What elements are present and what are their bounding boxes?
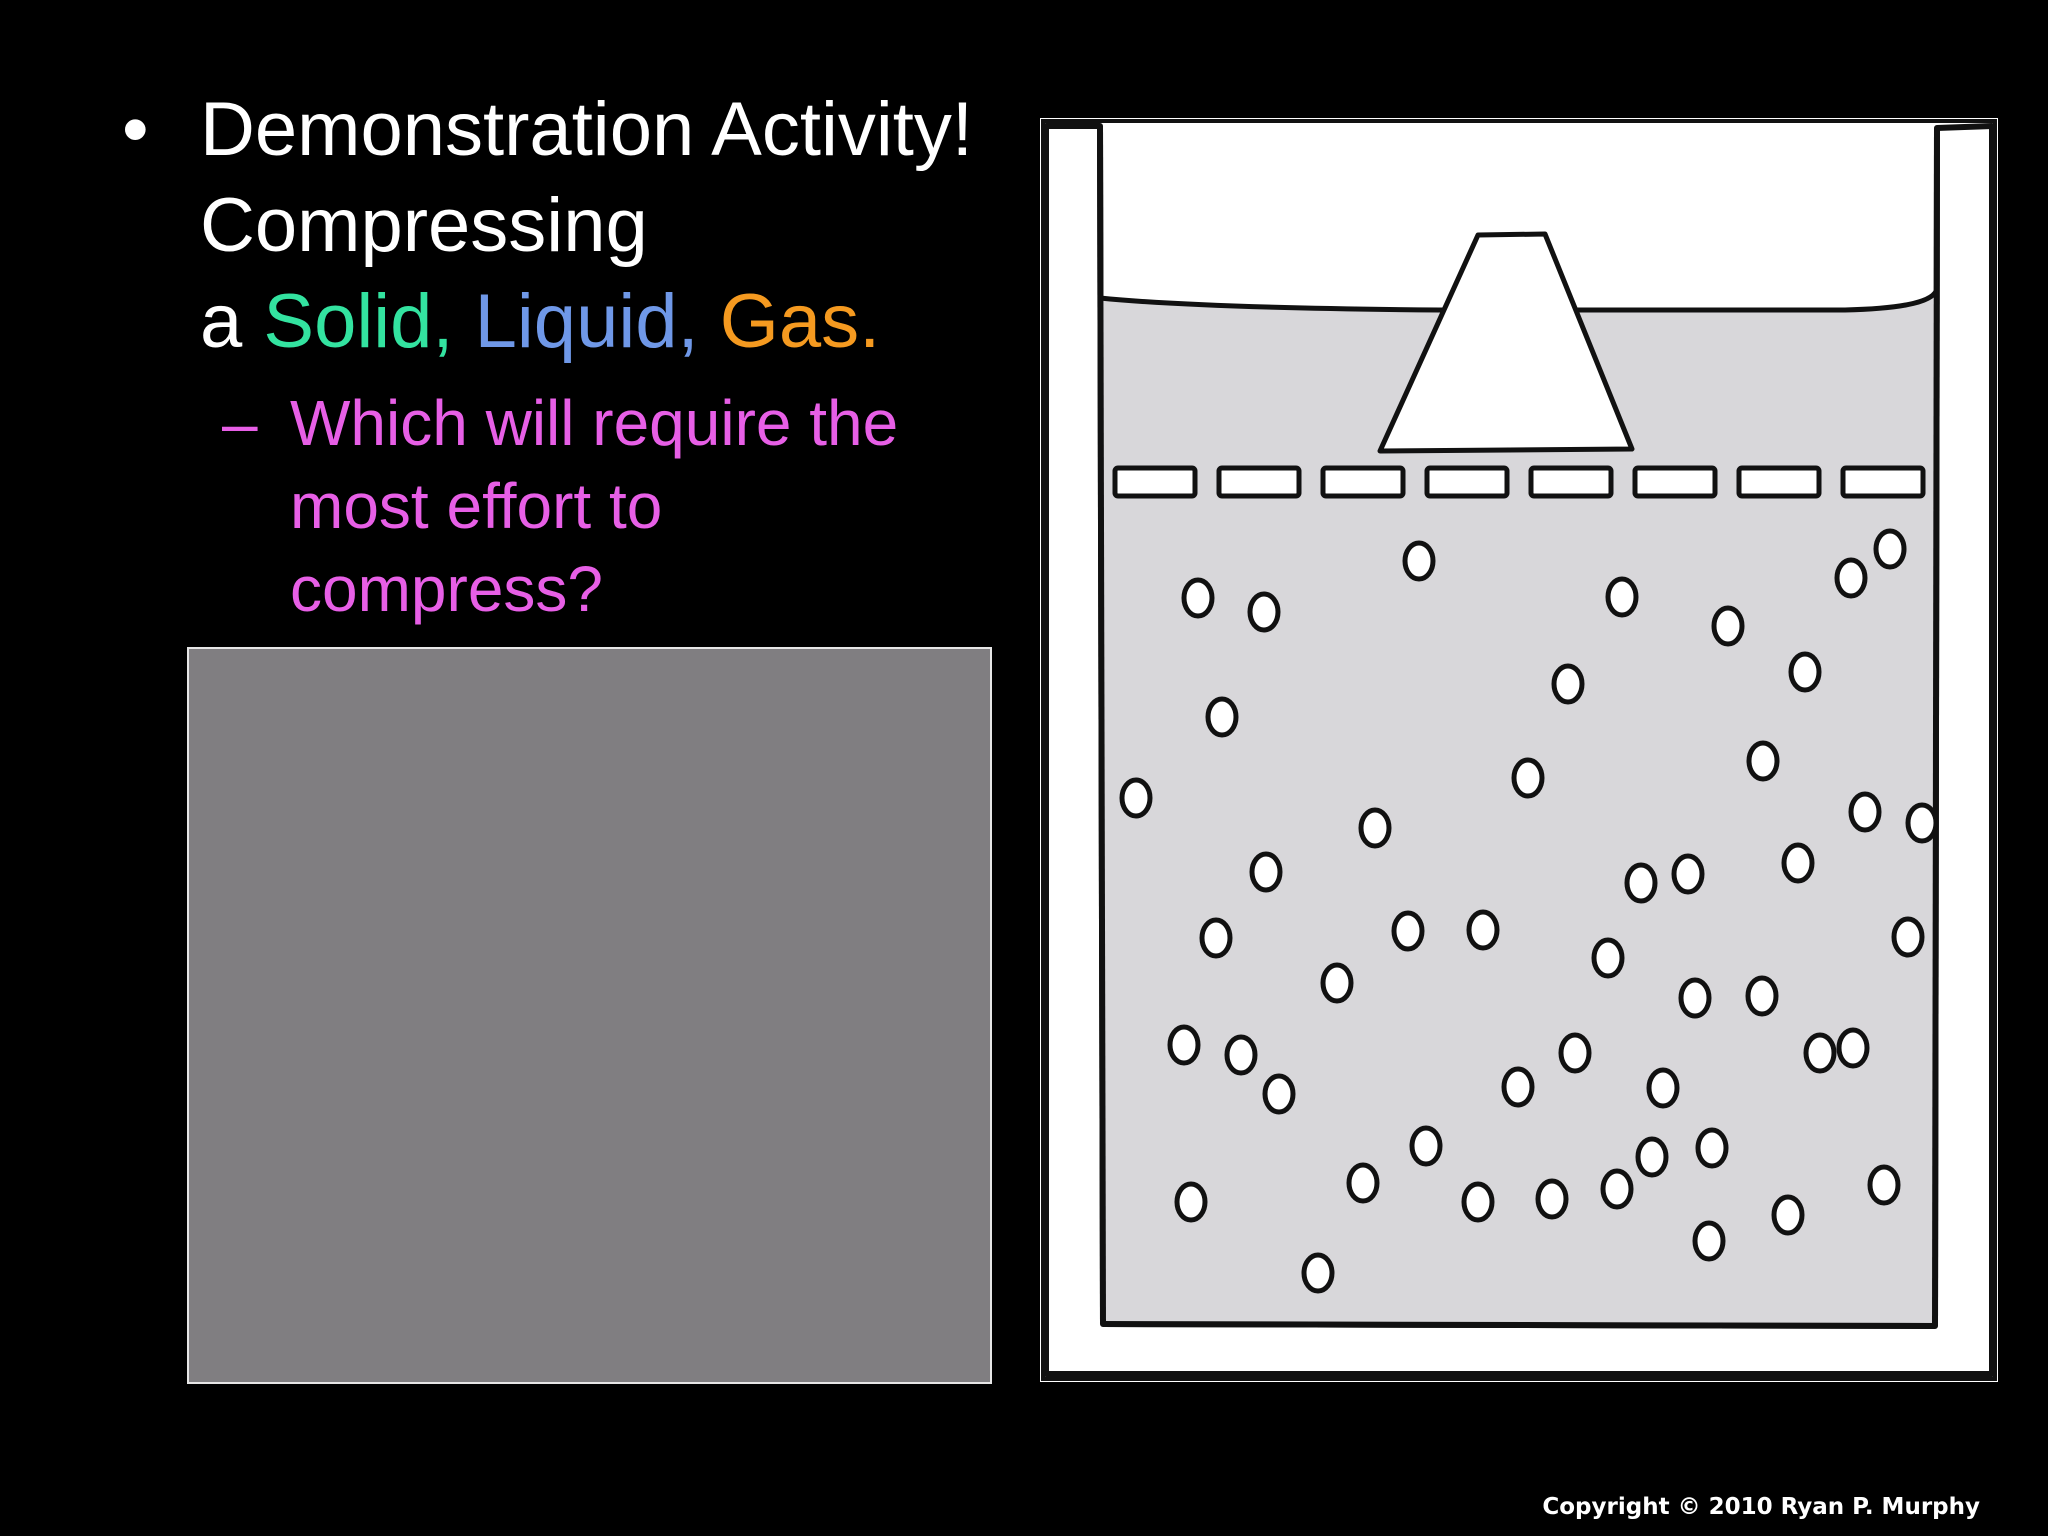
gas-particle	[1301, 1252, 1335, 1294]
gas-particle	[1671, 853, 1705, 895]
bullet-dot: •	[122, 87, 149, 172]
heading-prefix: a	[200, 279, 243, 364]
gas-particle	[1867, 1164, 1901, 1206]
gas-particle	[1535, 1178, 1569, 1220]
piston-plate-segment	[1320, 465, 1406, 499]
gas-particle	[1600, 1168, 1634, 1210]
gas-particle	[1834, 557, 1868, 599]
gas-particle	[1788, 651, 1822, 693]
liquid-word: Liquid,	[474, 279, 699, 364]
gas-particle	[1358, 807, 1392, 849]
gas-particle	[1119, 777, 1153, 819]
gas-particle	[1905, 802, 1939, 844]
gas-particle	[1402, 540, 1436, 582]
piston-cylinder-gas-diagram-icon	[1041, 119, 1997, 1381]
gas-word: Gas.	[719, 279, 881, 364]
piston-plate-segment	[1840, 465, 1926, 499]
gas-particle	[1692, 1220, 1726, 1262]
gas-particle	[1199, 917, 1233, 959]
gas-particle	[1635, 1136, 1669, 1178]
gas-particle	[1262, 1073, 1296, 1115]
gas-particle	[1409, 1125, 1443, 1167]
piston-plate-segment	[1216, 465, 1302, 499]
gas-particle	[1320, 962, 1354, 1004]
gas-particle	[1605, 576, 1639, 618]
piston-cylinder-diagram	[1040, 118, 1998, 1382]
gas-particle	[1181, 577, 1215, 619]
solid-word: Solid,	[263, 279, 454, 364]
gas-particle	[1466, 909, 1500, 951]
gas-particle	[1678, 977, 1712, 1019]
gas-particle	[1551, 663, 1585, 705]
gas-particle	[1836, 1027, 1870, 1069]
gas-particle	[1624, 862, 1658, 904]
gas-particle	[1249, 851, 1283, 893]
gas-particle	[1511, 757, 1545, 799]
gas-particle	[1224, 1034, 1258, 1076]
gas-particle	[1461, 1181, 1495, 1223]
gas-particle	[1803, 1032, 1837, 1074]
gas-particle	[1167, 1024, 1201, 1066]
main-bullet-text: Demonstration Activity! Compressing a So…	[200, 82, 1030, 370]
piston-plate-segment	[1424, 465, 1510, 499]
sub-bullet-dash: –	[222, 387, 258, 459]
gas-particle	[1205, 696, 1239, 738]
gas-particle	[1558, 1032, 1592, 1074]
gas-particle	[1174, 1181, 1208, 1223]
gas-particle	[1591, 937, 1625, 979]
gas-particle	[1745, 975, 1779, 1017]
gas-particle	[1247, 591, 1281, 633]
copyright-notice: Copyright © 2010 Ryan P. Murphy	[1542, 1494, 1980, 1520]
gas-particle	[1346, 1162, 1380, 1204]
gas-particle	[1746, 740, 1780, 782]
gas-particle	[1873, 528, 1907, 570]
gas-particle	[1781, 842, 1815, 884]
piston-plate-segment	[1528, 465, 1614, 499]
piston-plate	[1112, 465, 1926, 499]
gas-particle	[1695, 1127, 1729, 1169]
gas-particles	[1119, 528, 1939, 1294]
gas-particle	[1771, 1194, 1805, 1236]
piston-plate-segment	[1112, 465, 1198, 499]
piston-plate-segment	[1736, 465, 1822, 499]
gas-particle	[1848, 791, 1882, 833]
placeholder-box	[187, 647, 992, 1384]
piston-plate-segment	[1632, 465, 1718, 499]
gas-particle	[1891, 916, 1925, 958]
gas-particle	[1501, 1066, 1535, 1108]
gas-particle	[1646, 1067, 1680, 1109]
gas-particle	[1711, 605, 1745, 647]
gas-particle	[1391, 910, 1425, 952]
sub-bullet-question: Which will require the most effort to co…	[290, 387, 899, 625]
heading-line1: Demonstration Activity! Compressing	[200, 87, 973, 268]
